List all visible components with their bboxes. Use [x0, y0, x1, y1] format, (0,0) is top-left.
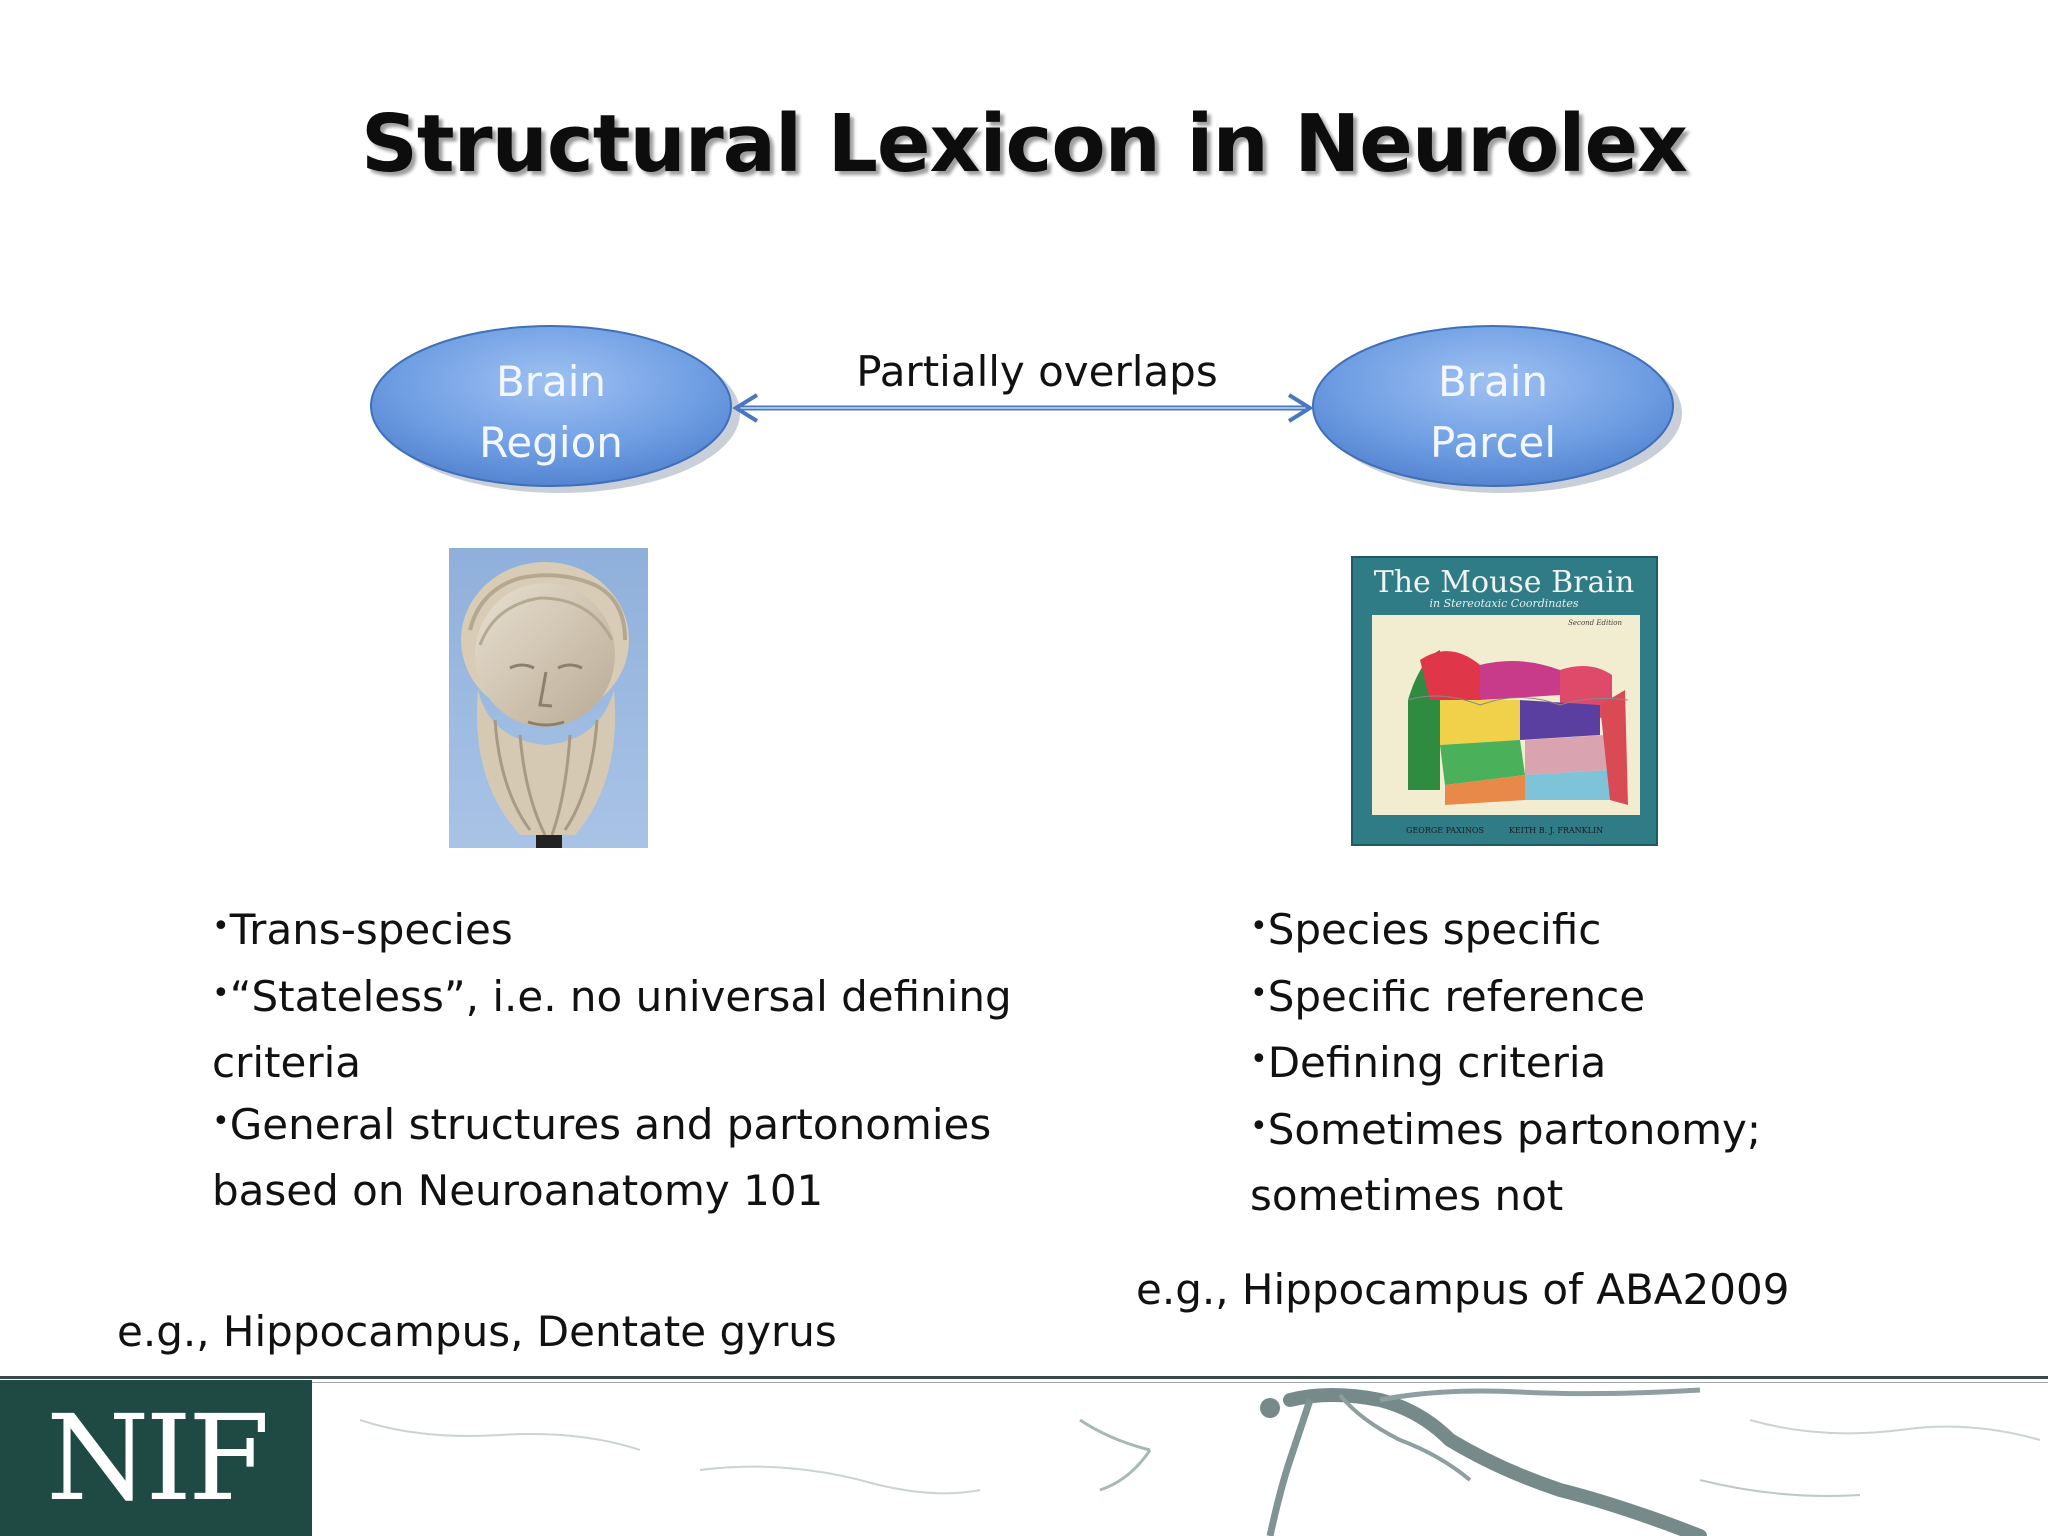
- book-author-1: GEORGE PAXINOS: [1406, 826, 1484, 835]
- brain-parcel-label-line1: Brain: [1438, 357, 1548, 406]
- slide-title: Structural Lexicon in Neurolex: [361, 98, 1688, 190]
- plato-bust-image: [449, 548, 648, 848]
- footer-divider-thin: [0, 1382, 2048, 1383]
- mouse-brain-book-cover: The Mouse Brain in Stereotaxic Coordinat…: [1351, 556, 1658, 846]
- book-author-2: KEITH B. J. FRANKLIN: [1509, 826, 1603, 835]
- brain-parcel-label-line2: Parcel: [1430, 418, 1556, 467]
- neuron-background-image: [359, 1387, 2041, 1536]
- edge-label: Partially overlaps: [856, 347, 1217, 396]
- brain-region-node: Brain Region: [370, 325, 740, 493]
- book-subtitle: in Stereotaxic Coordinates: [1429, 597, 1578, 610]
- right-bullet-4: •Sometimes partonomy; sometimes not: [1250, 1104, 1761, 1221]
- right-bullet-1: •Species specific: [1250, 905, 1602, 954]
- right-bullet-3: •Defining criteria: [1250, 1038, 1607, 1087]
- left-bullet-1: •Trans-species: [212, 905, 513, 954]
- right-bullet-2: •Specific reference: [1250, 971, 1646, 1021]
- brain-region-label-line1: Brain: [496, 357, 606, 406]
- left-bullet-3: •General structures and partonomies base…: [212, 1099, 992, 1216]
- brain-parcel-bullets: •Species specific •Specific reference •D…: [1250, 899, 1850, 1227]
- footer-divider: [0, 1376, 2048, 1379]
- book-edition: Second Edition: [1568, 619, 1622, 627]
- brain-parcel-node: Brain Parcel: [1312, 325, 1682, 493]
- book-title: The Mouse Brain: [1374, 565, 1635, 600]
- partial-overlap-arrow: [732, 393, 1314, 423]
- brain-region-bullets: •Trans-species •“Stateless”, i.e. no uni…: [212, 899, 1032, 1222]
- brain-region-label-line2: Region: [479, 418, 623, 467]
- nif-logo: NIF: [0, 1380, 312, 1536]
- brain-parcel-example: e.g., Hippocampus of ABA2009: [1136, 1265, 1790, 1314]
- left-bullet-2: •“Stateless”, i.e. no universal defining…: [212, 971, 1012, 1088]
- brain-region-example: e.g., Hippocampus, Dentate gyrus: [117, 1307, 837, 1356]
